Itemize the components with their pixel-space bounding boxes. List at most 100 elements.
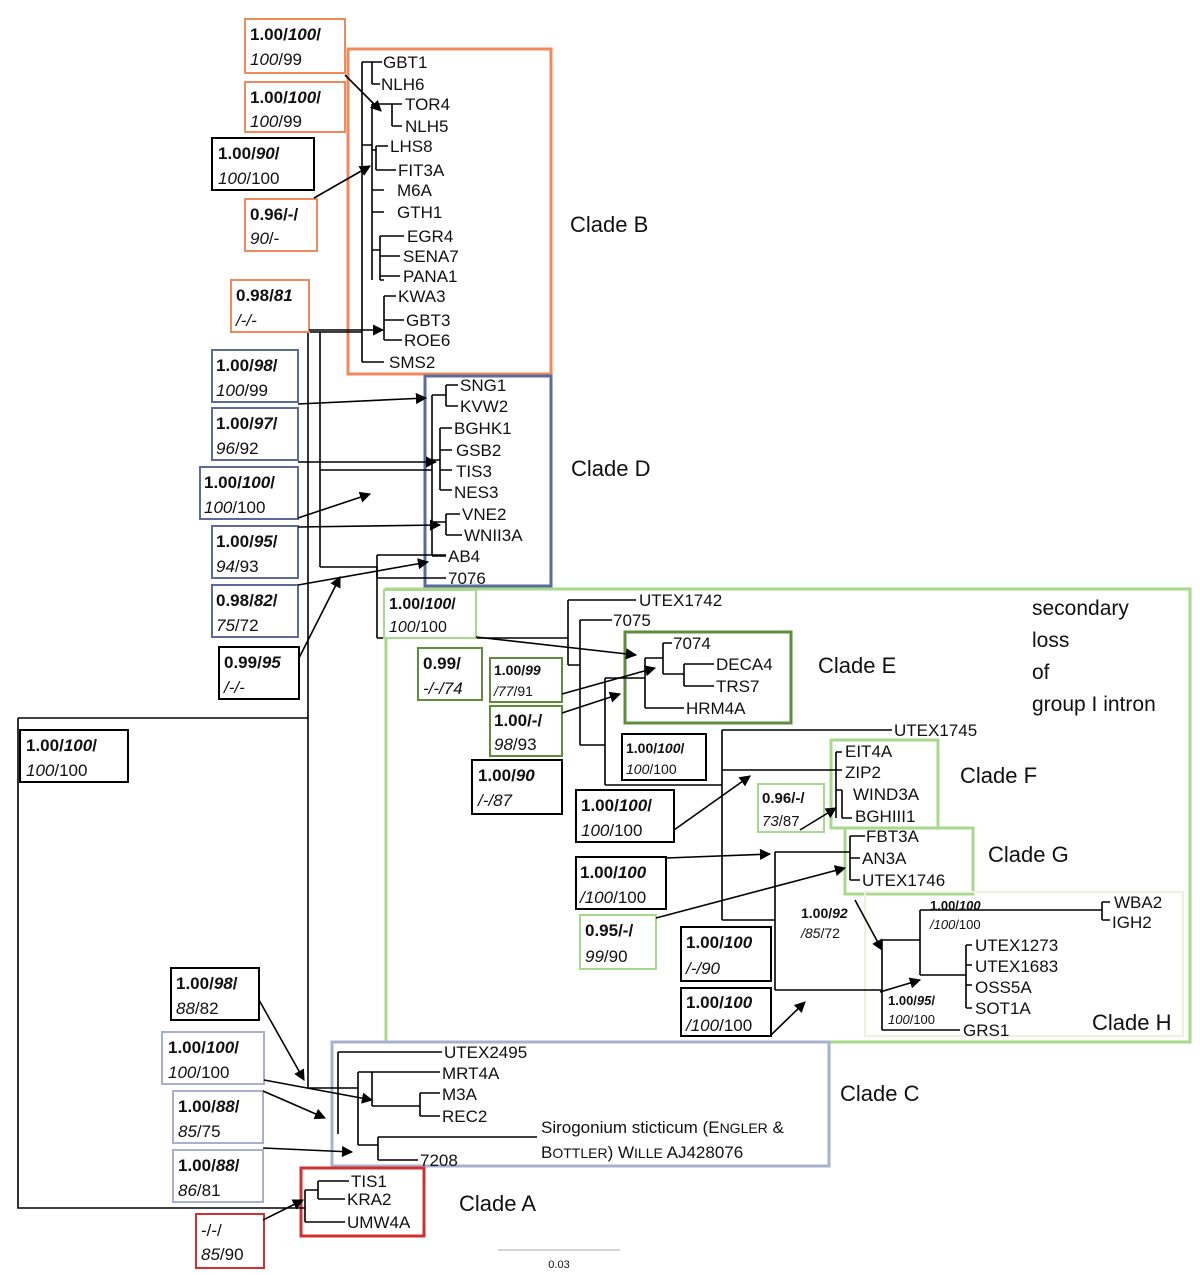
taxon-hrm4a: HRM4A: [686, 699, 746, 718]
svg-text:1.00/88/: 1.00/88/: [178, 1156, 240, 1175]
support-boxes: 1.00/100/ 100/99 1.00/100/ 100/99 1.00/9…: [19, 18, 981, 1269]
taxon-labels: GBT1 NLH6 TOR4 NLH5 LHS8 FIT3A M6A GTH1 …: [347, 53, 1162, 1232]
taxon-gth1: GTH1: [397, 203, 442, 222]
taxon-utex1746: UTEX1746: [862, 871, 945, 890]
svg-text:100/100: 100/100: [168, 1063, 229, 1082]
svg-text:86/81: 86/81: [178, 1181, 221, 1200]
support-box-19: 1.00/100/ 100/100: [575, 789, 675, 843]
svg-text:1.00/100/: 1.00/100/: [204, 473, 275, 492]
svg-text:100/100: 100/100: [389, 619, 447, 636]
root-branch: [17, 718, 305, 1209]
svg-text:/77/91: /77/91: [493, 683, 533, 699]
taxon-fit3a: FIT3A: [398, 161, 445, 180]
svg-text:100/99: 100/99: [250, 112, 302, 131]
taxon-wnii3a: WNII3A: [464, 526, 523, 545]
svg-text:1.00/98/: 1.00/98/: [176, 974, 238, 993]
taxon-m6a: M6A: [397, 181, 433, 200]
taxon-roe6: ROE6: [404, 331, 450, 350]
svg-text:/85/72: /85/72: [800, 925, 840, 941]
support-box-16: 1.00/-/ 98/93: [489, 705, 563, 757]
svg-text:1.00/92: 1.00/92: [801, 905, 848, 921]
svg-text:85/90: 85/90: [201, 1245, 244, 1264]
taxon-bghk1: BGHK1: [454, 419, 512, 438]
clade-h-label: Clade H: [1092, 1010, 1171, 1035]
taxon-zip2: ZIP2: [845, 763, 881, 782]
taxon-utex1683: UTEX1683: [975, 957, 1058, 976]
svg-text:85/75: 85/75: [178, 1122, 221, 1141]
support-label-23: 1.00/92 /85/72: [800, 905, 848, 941]
clade-a-label: Clade A: [459, 1191, 536, 1216]
taxon-7208: 7208: [420, 1151, 458, 1170]
taxon-bghiii1: BGHIII1: [855, 807, 915, 826]
support-box-30: 1.00/88/ 85/75: [172, 1090, 264, 1144]
taxon-7076: 7076: [448, 569, 486, 588]
taxon-utex1273: UTEX1273: [975, 936, 1058, 955]
taxon-sirogonium-line1: Sirogonium sticticum (ENGLER &: [541, 1118, 785, 1137]
taxon-tor4: TOR4: [405, 95, 450, 114]
svg-text:100/99: 100/99: [216, 381, 268, 400]
taxon-fbt3a: FBT3A: [866, 827, 920, 846]
support-box-15: 1.00/99 /77/91: [489, 657, 563, 703]
taxon-egr4: EGR4: [407, 227, 453, 246]
taxon-utex1742: UTEX1742: [639, 591, 722, 610]
svg-text:/-/90: /-/90: [685, 959, 721, 978]
support-box-3: 1.00/90/ 100/100: [211, 137, 315, 191]
taxon-trs7: TRS7: [716, 677, 759, 696]
svg-text:0.96/-/: 0.96/-/: [762, 790, 805, 807]
support-box-21: 1.00/100 /100/100: [575, 856, 667, 910]
taxon-tis3: TIS3: [456, 462, 492, 481]
svg-text:/100/100: /100/100: [929, 917, 981, 932]
taxon-deca4: DECA4: [716, 655, 773, 674]
svg-text:/-/-: /-/-: [235, 311, 257, 330]
support-box-7: 1.00/97/ 96/92: [211, 407, 299, 461]
upper-trunk: [308, 331, 377, 568]
taxon-gbt3: GBT3: [406, 311, 450, 330]
taxon-igh2: IGH2: [1112, 913, 1152, 932]
clade-h-box: [864, 891, 1184, 1037]
clade-f-label: Clade F: [960, 763, 1037, 788]
taxon-wind3a: WIND3A: [853, 785, 920, 804]
svg-text:1.00/90: 1.00/90: [478, 766, 535, 785]
scale-bar-label: 0.03: [548, 1259, 569, 1271]
taxon-sot1a: SOT1A: [975, 999, 1031, 1018]
taxon-nes3: NES3: [454, 483, 498, 502]
support-box-17: 1.00/90 /-/87: [471, 759, 563, 815]
clade-labels: Clade B Clade D Clade E Clade F Clade G …: [459, 212, 1171, 1216]
support-box-9: 1.00/95/ 94/93: [211, 525, 299, 579]
support-box-18: 1.00/100/ 100/100: [621, 733, 707, 781]
svg-text:98/93: 98/93: [494, 735, 537, 754]
svg-text:/-/-: /-/-: [223, 678, 245, 697]
fgh-branches: [605, 729, 1110, 1031]
support-box-6: 1.00/98/ 100/99: [211, 349, 299, 403]
support-box-4: 0.96/-/ 90/-: [244, 198, 318, 252]
svg-text:88/82: 88/82: [176, 999, 219, 1018]
taxon-nlh5: NLH5: [405, 117, 448, 136]
svg-text:100/100: 100/100: [581, 821, 642, 840]
svg-text:1.00/88/: 1.00/88/: [178, 1097, 240, 1116]
support-box-14: 0.99/ -/-/74: [417, 647, 483, 701]
clade-e-label: Clade E: [818, 653, 896, 678]
taxon-tis1: TIS1: [351, 1172, 387, 1191]
support-label-24: 1.00/100 /100/100: [929, 898, 981, 932]
support-box-5: 0.98/81 /-/-: [230, 279, 310, 333]
taxon-sena7: SENA7: [403, 247, 459, 266]
taxon-ab4: AB4: [448, 547, 480, 566]
svg-text:73/87: 73/87: [762, 813, 800, 830]
clade-e-branches: [604, 642, 714, 785]
secondary-loss-line4: group I intron: [1032, 693, 1156, 716]
svg-text:100/100: 100/100: [204, 498, 265, 517]
taxon-umw4a: UMW4A: [347, 1213, 411, 1232]
svg-text:0.99/: 0.99/: [423, 654, 461, 673]
support-box-2: 1.00/100/ 100/99: [244, 81, 346, 133]
svg-text:1.00/-/: 1.00/-/: [494, 711, 542, 730]
svg-text:90/-: 90/-: [250, 229, 279, 248]
svg-text:1.00/100/: 1.00/100/: [168, 1038, 239, 1057]
support-box-8: 1.00/100/ 100/100: [199, 466, 299, 520]
svg-text:1.00/95/: 1.00/95/: [888, 993, 935, 1008]
clade-c-branches: [337, 1051, 537, 1161]
svg-text:1.00/100/: 1.00/100/: [26, 736, 97, 755]
support-arrows: [258, 74, 922, 1221]
support-box-22: 0.95/-/ 99/90: [579, 914, 657, 970]
svg-text:94/93: 94/93: [216, 557, 259, 576]
svg-text:100/100: 100/100: [888, 1012, 935, 1027]
